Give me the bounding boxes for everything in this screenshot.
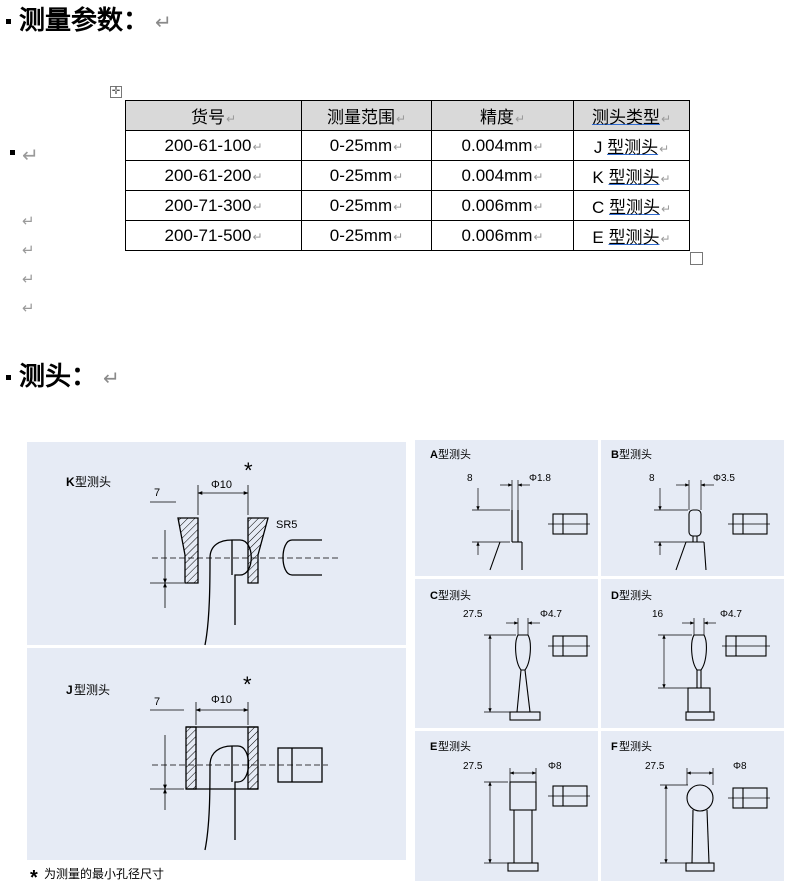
footnote-star: * <box>30 867 38 889</box>
cell-precision: 0.004mm↵ <box>431 130 574 161</box>
f-probe-drawing <box>660 768 770 872</box>
e-probe-drawing <box>484 768 590 872</box>
k-probe-drawing <box>150 485 340 646</box>
k-star: * <box>244 458 253 483</box>
paragraph-mark-icon: ↵ <box>103 366 120 390</box>
j-title: 型测头 <box>74 683 110 697</box>
panel-c <box>415 579 598 728</box>
paragraph-mark-icon: ↵ <box>155 10 172 34</box>
d-probe-drawing <box>658 618 770 721</box>
header-probe-type: 测头类型↵ <box>573 100 690 131</box>
cell-range: 0-25mm↵ <box>301 160 432 191</box>
a-title-letter: A <box>430 449 438 461</box>
spec-table: 货号↵ 测量范围↵ 精度↵ 测头类型↵ 200-61-100↵ 0-25mm↵ … <box>125 100 690 251</box>
table-header-row: 货号↵ 测量范围↵ 精度↵ 测头类型↵ <box>125 100 690 131</box>
cell-code: 200-71-300↵ <box>125 190 302 221</box>
c-title: 型测头 <box>438 588 471 602</box>
k-dim-depth: 7 <box>154 487 160 499</box>
a-dim-depth: 8 <box>467 473 473 484</box>
table-row: 200-61-100↵ 0-25mm↵ 0.004mm↵ J 型测头↵ <box>125 130 690 161</box>
figure-panels <box>27 440 784 881</box>
cell-precision: 0.004mm↵ <box>431 160 574 191</box>
k-title-letter: K <box>66 475 75 489</box>
footnote-text: 为测量的最小孔径尺寸 <box>44 866 164 881</box>
e-dim-dia: Φ8 <box>548 761 562 772</box>
k-dim-dia: Φ10 <box>211 479 232 491</box>
e-title-letter: E <box>430 741 437 753</box>
heading-params: 测量参数：↵ <box>6 6 172 37</box>
header-precision: 精度↵ <box>431 100 574 131</box>
k-radius: SR5 <box>276 519 297 531</box>
panel-a <box>415 440 598 576</box>
table-resize-handle[interactable] <box>690 252 703 265</box>
e-title: 型测头 <box>438 739 471 753</box>
table-row: 200-71-300↵ 0-25mm↵ 0.006mm↵ C 型测头↵ <box>125 190 690 221</box>
cell-range: 0-25mm↵ <box>301 130 432 161</box>
bullet-icon <box>10 150 15 155</box>
f-title: 型测头 <box>619 739 652 753</box>
cell-code: 200-61-200↵ <box>125 160 302 191</box>
header-range: 测量范围↵ <box>301 100 432 131</box>
b-title: 型测头 <box>619 447 652 461</box>
paragraph-mark-icon: ↵ <box>22 241 35 259</box>
table-row: 200-71-500↵ 0-25mm↵ 0.006mm↵ E 型测头↵ <box>125 220 690 251</box>
paragraph-mark-icon: ↵ <box>22 299 35 317</box>
j-dim-dia: Φ10 <box>211 694 232 706</box>
paragraph-mark-icon: ↵ <box>22 270 35 288</box>
j-probe-drawing <box>150 702 328 851</box>
bullet-icon <box>6 375 11 380</box>
cell-probe-type: C 型测头↵ <box>573 190 690 221</box>
paragraph-mark-icon: ↵ <box>22 212 35 230</box>
table-row: 200-61-200↵ 0-25mm↵ 0.004mm↵ K 型测头↵ <box>125 160 690 191</box>
a-dim-dia: Φ1.8 <box>529 473 551 484</box>
f-title-letter: F <box>611 741 618 753</box>
a-title: 型测头 <box>438 447 471 461</box>
c-title-letter: C <box>430 590 438 602</box>
panel-d <box>601 579 784 728</box>
c-probe-drawing <box>484 618 590 721</box>
header-code: 货号↵ <box>125 100 302 131</box>
cell-precision: 0.006mm↵ <box>431 190 574 221</box>
paragraph-mark-icon: ↵ <box>22 143 39 167</box>
b-dim-dia: Φ3.5 <box>713 473 735 484</box>
probe-diagram: K 型测头 * Φ10 7 SR5 J 型测头 * Φ10 7 <box>27 440 784 889</box>
cell-probe-type: K 型测头↵ <box>573 160 690 191</box>
bullet-icon <box>6 19 11 24</box>
j-title-letter: J <box>66 683 73 697</box>
c-dim-depth: 27.5 <box>463 609 483 620</box>
d-title-letter: D <box>611 590 619 602</box>
cell-range: 0-25mm↵ <box>301 190 432 221</box>
cell-code: 200-71-500↵ <box>125 220 302 251</box>
heading-probe: 测头：↵ <box>6 362 120 393</box>
cell-code: 200-61-100↵ <box>125 130 302 161</box>
d-dim-depth: 16 <box>652 609 664 620</box>
d-dim-dia: Φ4.7 <box>720 609 742 620</box>
f-dim-dia: Φ8 <box>733 761 747 772</box>
cell-range: 0-25mm↵ <box>301 220 432 251</box>
a-probe-drawing <box>472 480 590 571</box>
j-dim-depth: 7 <box>154 696 160 708</box>
table-move-handle[interactable]: ✛ <box>110 86 122 98</box>
j-star: * <box>243 672 252 697</box>
c-dim-dia: Φ4.7 <box>540 609 562 620</box>
b-probe-drawing <box>654 480 770 571</box>
e-dim-depth: 27.5 <box>463 761 483 772</box>
cell-precision: 0.006mm↵ <box>431 220 574 251</box>
b-title-letter: B <box>611 449 619 461</box>
cell-probe-type: J 型测头↵ <box>573 130 690 161</box>
f-dim-depth: 27.5 <box>645 761 665 772</box>
b-dim-depth: 8 <box>649 473 655 484</box>
panel-b <box>601 440 784 576</box>
k-title: 型测头 <box>75 475 111 489</box>
d-title: 型测头 <box>619 588 652 602</box>
panel-j <box>27 648 406 860</box>
cell-probe-type: E 型测头↵ <box>573 220 690 251</box>
